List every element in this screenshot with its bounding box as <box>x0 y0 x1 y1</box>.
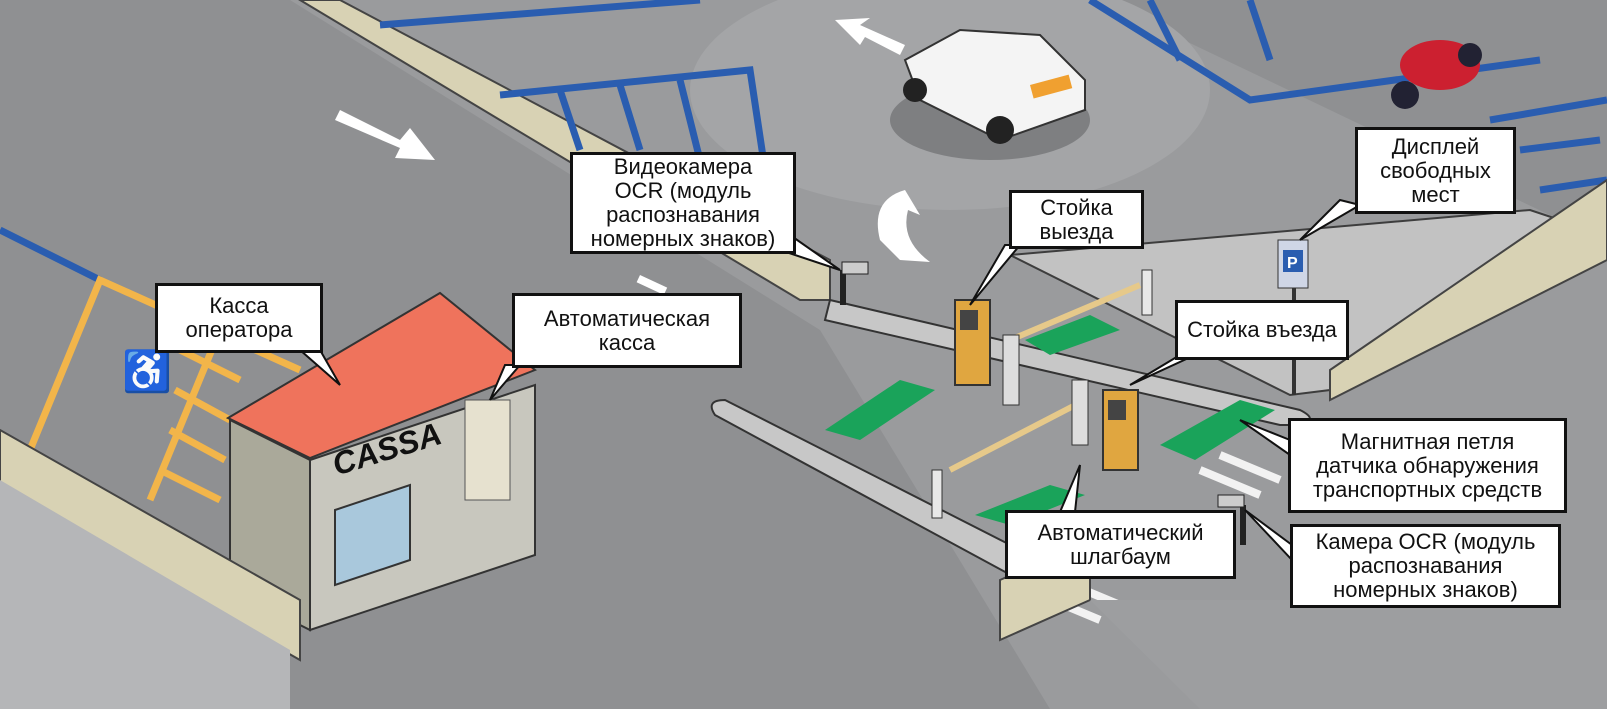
entry-barrier-arm <box>948 397 1087 473</box>
label-auto-cashier: Автоматическая касса <box>512 293 742 368</box>
label-text: Камера OCR (модуль распознавания номерны… <box>1315 529 1536 602</box>
label-text: Видеокамера OCR (модуль распознавания но… <box>590 154 776 251</box>
automatic-cashier-machine <box>464 399 511 501</box>
exit-terminal <box>954 299 991 386</box>
label-text: Касса оператора <box>185 293 293 342</box>
wheelchair-icon: ♿ <box>122 348 172 394</box>
label-video-camera: Видеокамера OCR (модуль распознавания но… <box>570 152 796 254</box>
curb-right <box>1329 178 1607 402</box>
label-exit-terminal: Стойка выезда <box>1009 190 1144 249</box>
road-lower <box>1090 600 1607 709</box>
label-barrier: Автоматический шлагбаум <box>1005 510 1236 579</box>
svg-text:P: P <box>1287 255 1298 272</box>
label-display: Дисплей свободных мест <box>1355 127 1516 214</box>
bollard <box>1141 269 1153 316</box>
label-magnetic-loop: Магнитная петля датчика обнаружения тран… <box>1288 418 1567 513</box>
motorcycle-icon <box>1391 40 1482 109</box>
car-icon <box>890 28 1090 160</box>
exit-barrier-post <box>1002 334 1020 406</box>
label-ocr-camera: Камера OCR (модуль распознавания номерны… <box>1290 524 1561 608</box>
exit-barrier-arm <box>1008 282 1142 343</box>
magnetic-loops <box>825 315 1275 525</box>
entry-terminal <box>1102 389 1139 471</box>
label-text: Автоматический шлагбаум <box>1037 519 1204 569</box>
sidewalk-left <box>0 480 290 709</box>
label-text: Магнитная петля датчика обнаружения тран… <box>1312 428 1543 502</box>
entry-barrier-post <box>1071 379 1089 446</box>
label-text: Дисплей свободных мест <box>1380 133 1491 207</box>
bollard <box>931 469 943 519</box>
ocr-camera-top <box>840 261 869 305</box>
ocr-camera-bottom <box>1217 494 1246 545</box>
label-text: Автоматическая касса <box>543 305 711 355</box>
label-entry-terminal: Стойка въезда <box>1175 300 1349 360</box>
label-operator-cashier: Касса оператора <box>155 283 323 353</box>
label-text: Стойка въезда <box>1187 317 1337 342</box>
label-text: Стойка выезда <box>1039 194 1114 244</box>
curb-left <box>0 428 301 662</box>
